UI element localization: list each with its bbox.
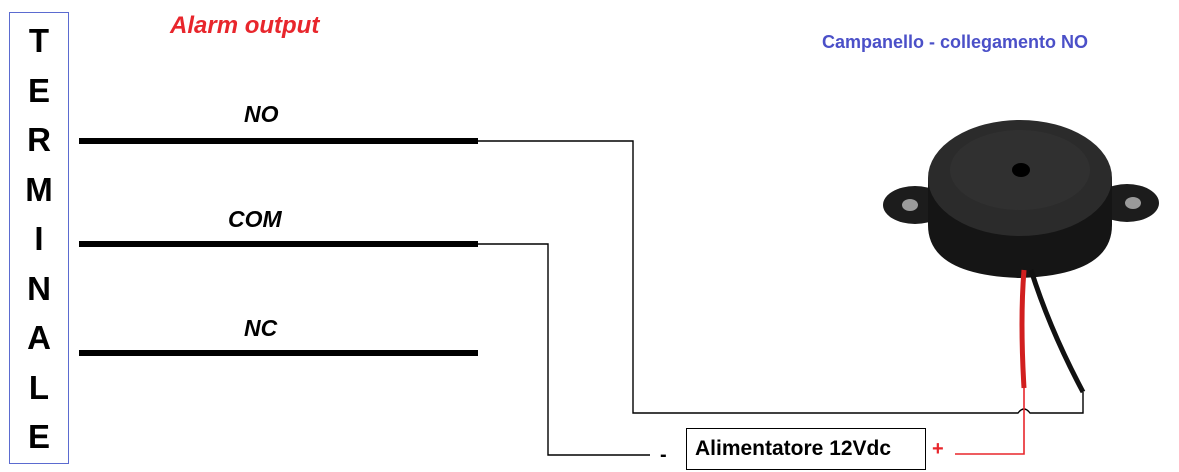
piezo-buzzer-icon [883, 120, 1159, 394]
terminal-label: T E R M I N A L E [10, 23, 68, 455]
terminal-letter: M [25, 170, 53, 208]
alarm-output-title: Alarm output [170, 12, 320, 39]
terminal-letter: I [34, 220, 44, 257]
contact-label-no: NO [244, 101, 279, 127]
contact-label-com: COM [228, 206, 282, 232]
terminal-block: T E R M I N A L E [9, 12, 69, 464]
terminal-letter: R [27, 121, 51, 158]
positive-wire [955, 388, 1025, 455]
terminal-letter: T [28, 22, 50, 59]
power-supply-label: Alimentatore 12Vdc [695, 437, 892, 460]
terminal-letter: E [27, 71, 50, 109]
terminal-letter: E [27, 418, 50, 455]
contact-label-nc: NC [244, 315, 278, 341]
com-wire [478, 243, 650, 456]
terminal-letter: A [27, 319, 51, 356]
terminal-letter: N [27, 269, 51, 307]
psu-positive-sign: + [932, 438, 944, 460]
psu-negative-sign: - [660, 444, 667, 466]
power-supply-box: Alimentatore 12Vdc [686, 428, 926, 470]
diagram-subtitle: Campanello - collegamento NO [822, 32, 1089, 52]
terminal-letter: L [28, 368, 50, 406]
